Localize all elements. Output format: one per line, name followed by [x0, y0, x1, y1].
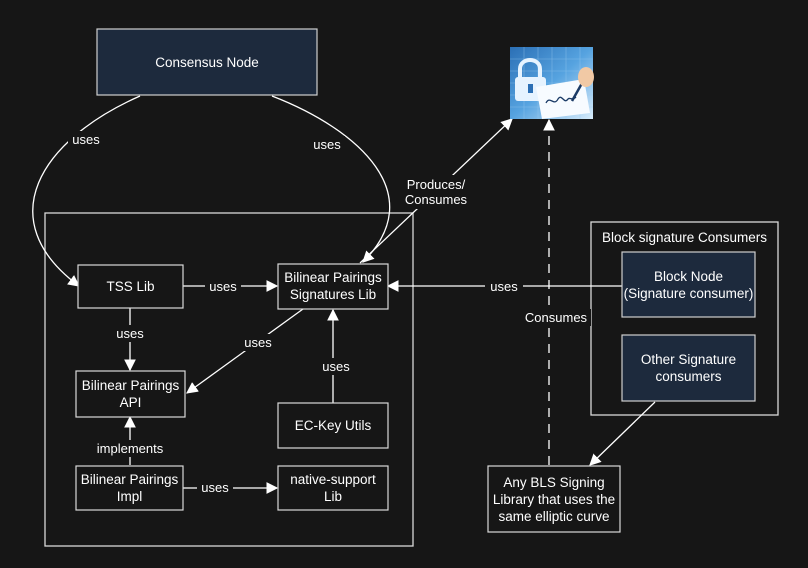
node-ec-key-utils-label: EC-Key Utils	[295, 418, 372, 433]
library-group-frame	[44, 212, 414, 547]
node-bls-signatures-lib-line1: Bilinear Pairings	[284, 270, 382, 285]
label-consensus-to-tss: uses	[72, 132, 100, 147]
node-bp-api-line1: Bilinear Pairings	[82, 378, 180, 393]
label-impl-to-api: implements	[97, 441, 164, 456]
node-bilinear-pairings-api[interactable]: Bilinear Pairings API	[75, 370, 186, 418]
edge-consensus-to-tss	[32, 95, 141, 287]
node-bls-signatures-lib-line2: Signatures Lib	[290, 287, 376, 302]
edge-labels: uses uses Produces/ Consumes uses uses u…	[68, 131, 591, 496]
label-blocknode-to-bls: uses	[490, 279, 518, 294]
node-bls-signatures-lib[interactable]: Bilinear Pairings Signatures Lib	[277, 263, 389, 310]
node-consensus[interactable]: Consensus Node	[96, 28, 318, 96]
node-block-node-line2: (Signature consumer)	[624, 286, 754, 301]
node-bp-impl-line1: Bilinear Pairings	[81, 472, 179, 487]
node-any-bls-signing-library[interactable]: Any BLS Signing Library that uses the sa…	[487, 465, 621, 533]
node-other-consumers-line2: consumers	[655, 369, 721, 384]
block-consumers-title: Block signature Consumers	[602, 230, 767, 245]
node-any-bls-line3: same elliptic curve	[498, 509, 609, 524]
label-ec-to-bls: uses	[322, 359, 350, 374]
node-bilinear-pairings-impl[interactable]: Bilinear Pairings Impl	[75, 465, 184, 511]
node-native-support-line1: native-support	[290, 472, 376, 487]
node-native-support-lib[interactable]: native-support Lib	[277, 465, 389, 511]
node-block-node-line1: Block Node	[654, 269, 723, 284]
node-bp-api-line2: API	[120, 395, 142, 410]
node-consensus-label: Consensus Node	[155, 55, 259, 70]
node-bp-impl-line2: Impl	[117, 489, 143, 504]
node-other-consumers-line1: Other Signature	[641, 352, 736, 367]
node-other-signature-consumers[interactable]: Other Signature consumers	[621, 334, 756, 402]
edge-consensus-to-bls	[271, 95, 391, 263]
label-impl-to-native: uses	[201, 480, 229, 495]
node-native-support-line2: Lib	[324, 489, 342, 504]
node-block-node[interactable]: Block Node (Signature consumer)	[621, 251, 756, 318]
node-tss-lib-label: TSS Lib	[106, 279, 154, 294]
signature-lock-icon	[510, 47, 594, 119]
label-consumes-top: Consumes	[405, 192, 468, 207]
edge-other-to-anybls	[589, 401, 656, 466]
label-produces: Produces/	[407, 177, 466, 192]
label-tss-to-bls: uses	[209, 279, 237, 294]
label-anybls-consumes: Consumes	[525, 310, 588, 325]
node-tss-lib[interactable]: TSS Lib	[77, 264, 184, 309]
label-consensus-to-bls: uses	[313, 137, 341, 152]
label-tss-to-api: uses	[116, 326, 144, 341]
label-bls-to-api: uses	[244, 335, 272, 350]
node-any-bls-line1: Any BLS Signing	[503, 475, 604, 490]
node-any-bls-line2: Library that uses the	[493, 492, 615, 507]
node-ec-key-utils[interactable]: EC-Key Utils	[277, 402, 389, 449]
